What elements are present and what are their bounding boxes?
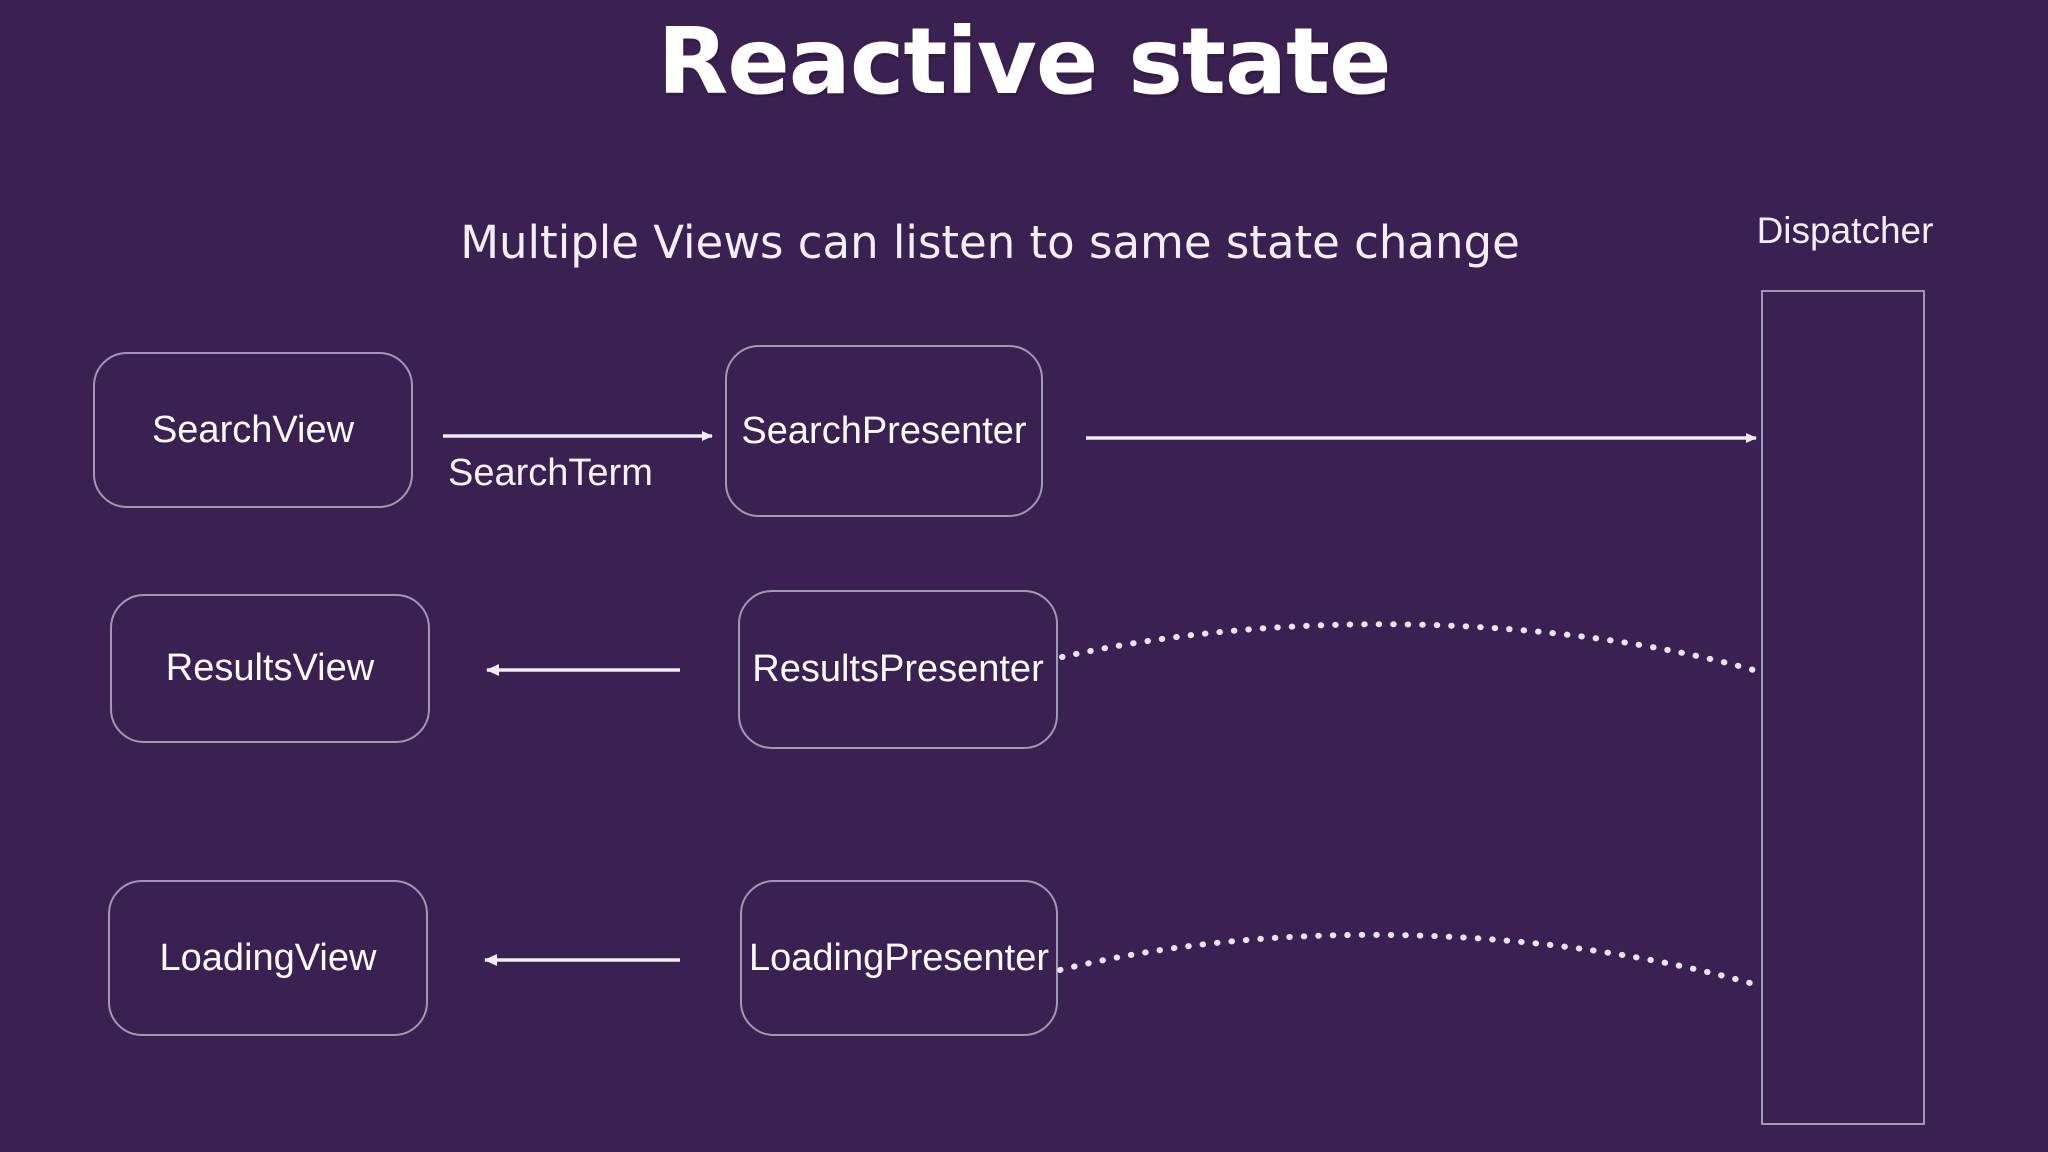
node-search-view-label: SearchView bbox=[151, 408, 355, 451]
dispatcher-label: Dispatcher bbox=[1756, 210, 1934, 251]
node-search-presenter[interactable]: SearchPresenter bbox=[725, 345, 1043, 517]
node-loading-presenter-label: LoadingPresenter bbox=[749, 936, 1049, 979]
node-results-presenter[interactable]: ResultsPresenter bbox=[738, 590, 1058, 749]
page-title: Reactive state bbox=[657, 8, 1392, 115]
node-search-presenter-label: SearchPresenter bbox=[741, 409, 1027, 452]
edge-label-search-term: SearchTerm bbox=[448, 452, 653, 494]
dispatcher-box[interactable] bbox=[1761, 290, 1925, 1125]
dotted-link-dispatcher-to-loadingpresenter bbox=[1057, 931, 1760, 988]
node-results-view-label: ResultsView bbox=[165, 647, 375, 689]
page-subtitle: Multiple Views can listen to same state … bbox=[460, 216, 1520, 269]
node-loading-view[interactable]: LoadingView bbox=[108, 880, 428, 1036]
node-results-view[interactable]: ResultsView bbox=[110, 594, 430, 743]
node-loading-view-label: LoadingView bbox=[159, 936, 377, 979]
node-results-presenter-label: ResultsPresenter bbox=[752, 648, 1044, 690]
dotted-link-dispatcher-to-resultspresenter bbox=[1059, 621, 1760, 674]
node-loading-presenter[interactable]: LoadingPresenter bbox=[740, 880, 1058, 1036]
node-search-view[interactable]: SearchView bbox=[93, 352, 413, 508]
